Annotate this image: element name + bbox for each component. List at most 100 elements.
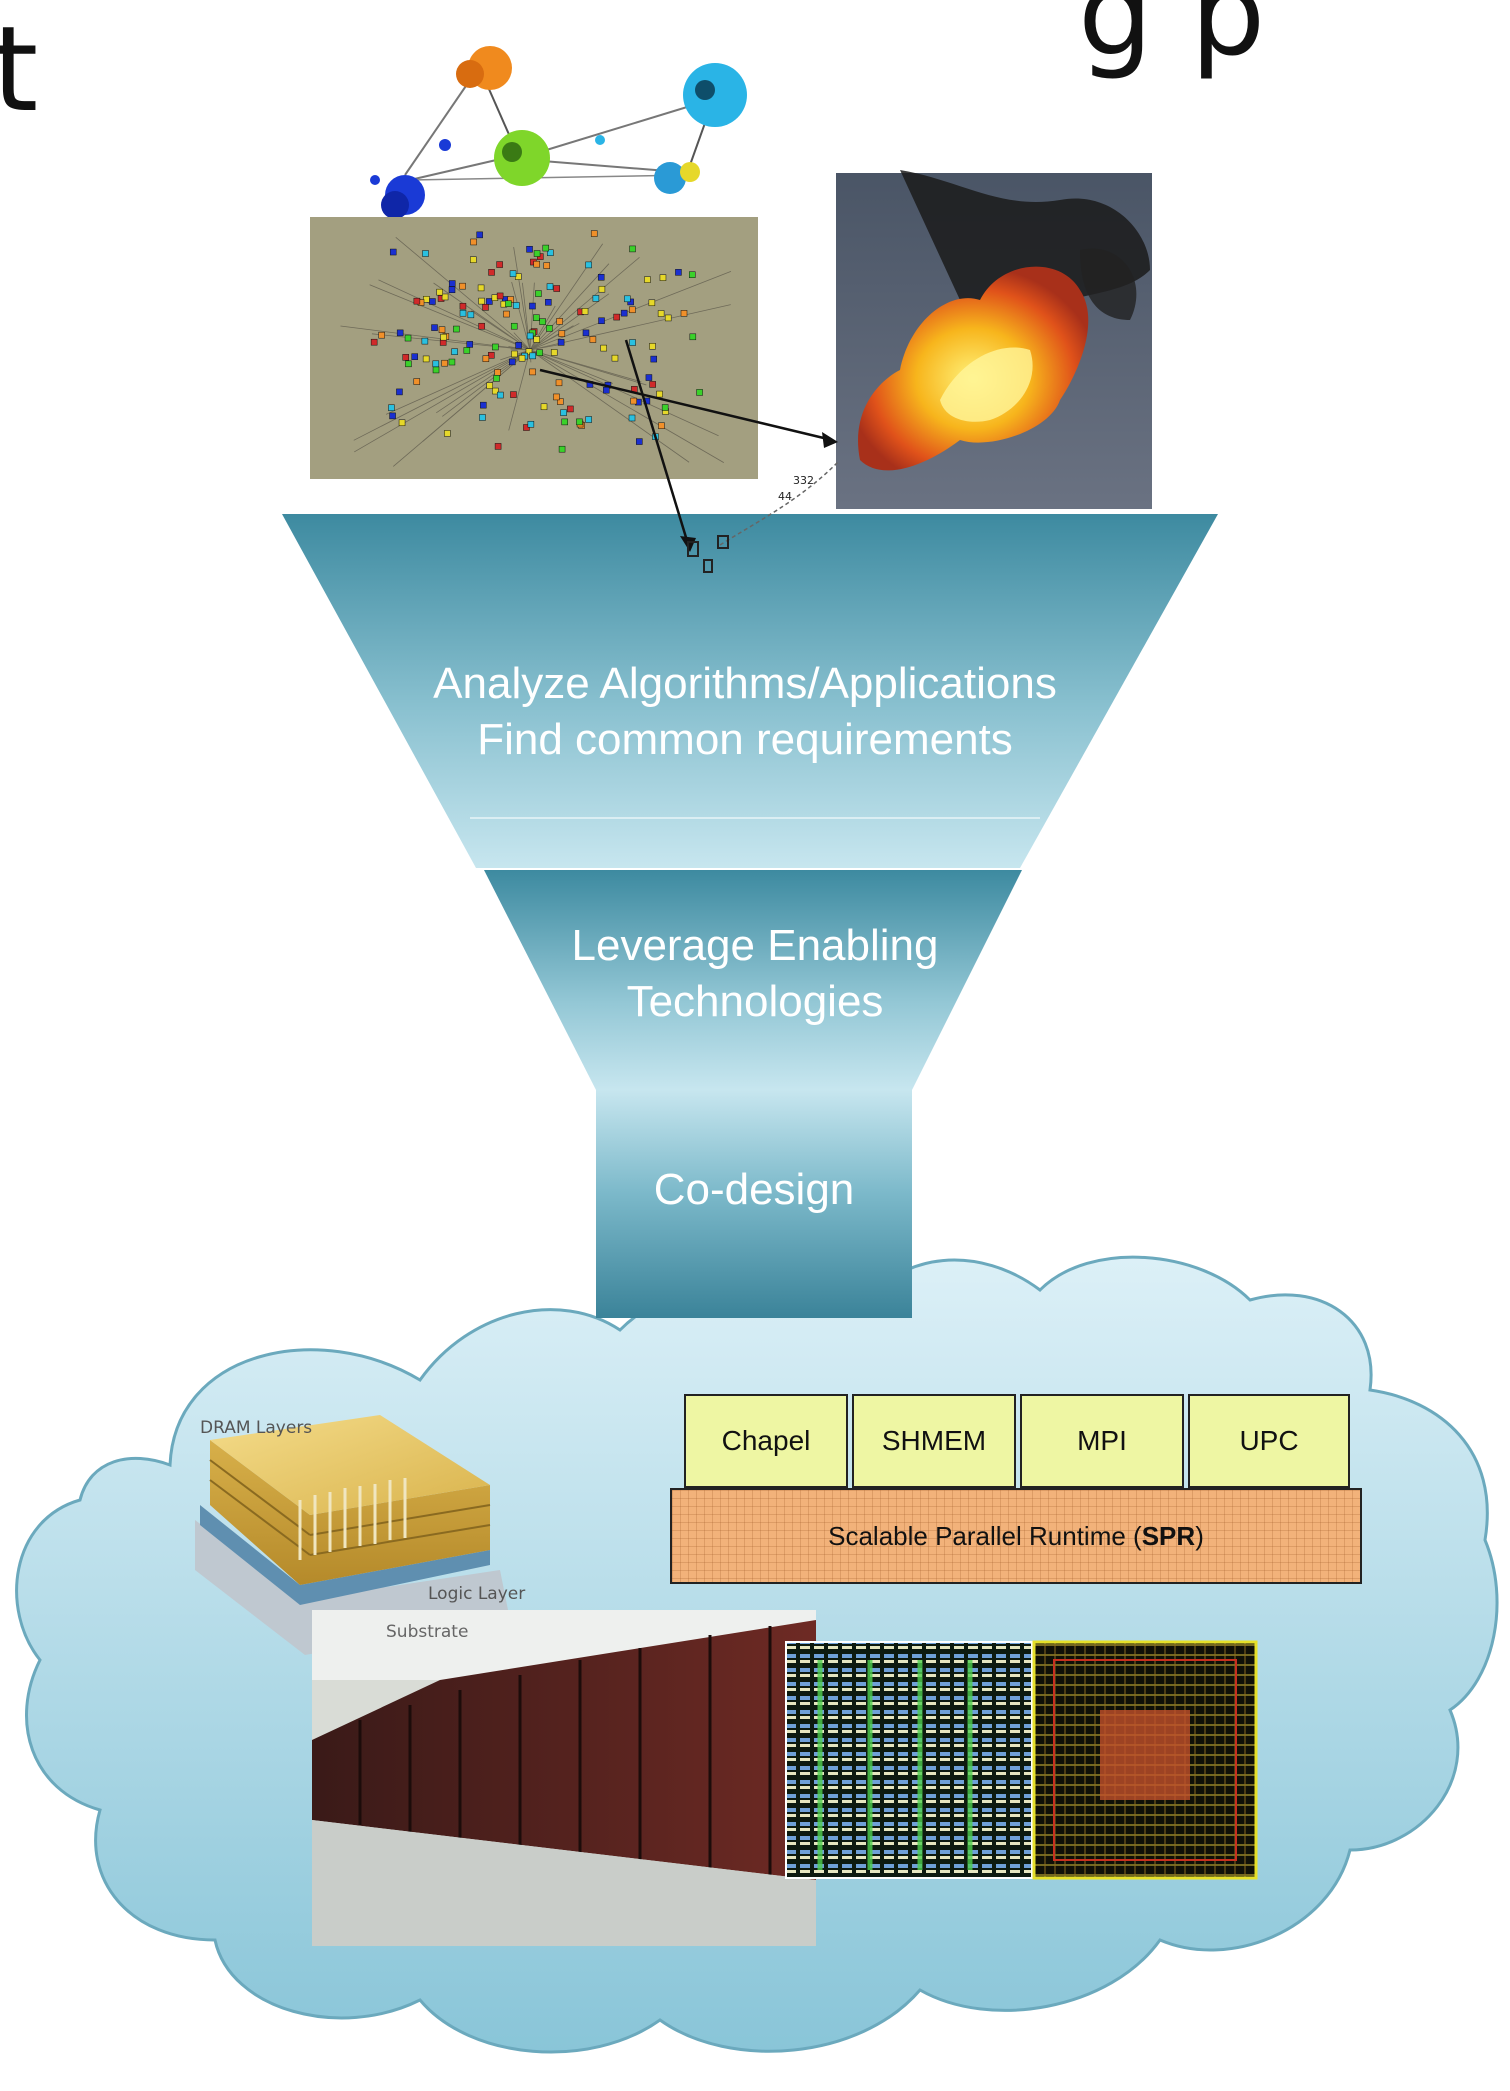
funnel-stage-analyze [282, 514, 1218, 868]
scatter-node [649, 342, 656, 350]
scatter-node [659, 274, 667, 281]
funnel-stage2-line2: Technologies [626, 977, 884, 1026]
scatter-node [497, 391, 504, 399]
scatter-node [628, 414, 636, 422]
scatter-node [585, 416, 592, 423]
scatter-node [529, 352, 536, 360]
scatter-node [582, 329, 590, 337]
scatter-node [479, 414, 486, 421]
scatter-node [613, 313, 620, 321]
scatter-node [451, 348, 458, 355]
scatter-node [675, 269, 682, 276]
scatter-node [539, 318, 546, 325]
model-box-shmem: SHMEM [852, 1394, 1016, 1488]
scatter-node [658, 422, 665, 429]
network-cluster-graph [370, 46, 747, 219]
scatter-node [590, 230, 598, 237]
scatter-node [680, 310, 688, 317]
scatter-node [413, 297, 421, 305]
scatter-node [556, 318, 563, 325]
scatter-node [515, 342, 522, 349]
scatter-edge [371, 333, 531, 351]
scatter-node [422, 355, 430, 363]
scatter-node [689, 333, 697, 341]
scatter-node [513, 302, 520, 309]
scatter-node [533, 314, 540, 321]
scatter-node [423, 296, 430, 303]
scatter-edge [378, 279, 531, 351]
funnel-stage2-text: Leverage Enabling Technologies [490, 918, 1020, 1030]
scatter-node [620, 309, 628, 317]
scatter-edge [529, 256, 640, 351]
scatter-edge [508, 349, 531, 431]
scatter-node [422, 250, 429, 257]
scatter-node [476, 231, 483, 239]
scatter-node [629, 306, 636, 314]
scatter-node [557, 398, 564, 405]
scatter-node [527, 420, 535, 428]
scatter-node [600, 344, 607, 352]
funnel-stage-codesign [596, 1090, 912, 1318]
funnel-stage-leverage [484, 870, 1022, 1090]
scatter-node [567, 405, 574, 413]
graph-node-label: 44 [778, 490, 792, 503]
scatter-node [432, 366, 440, 374]
scatter-node [688, 271, 696, 278]
scatter-node [555, 379, 563, 387]
scatter-node [480, 401, 487, 409]
scatter-node [396, 388, 403, 396]
scatter-node [478, 297, 485, 305]
scatter-edge [433, 282, 531, 351]
scatter-node [629, 245, 636, 253]
model-box-chapel: Chapel [684, 1394, 848, 1488]
scatter-node [503, 310, 510, 318]
scatter-node [429, 298, 436, 305]
scatter-node [448, 286, 456, 294]
scatter-node [629, 339, 636, 346]
scatter-node [650, 355, 658, 363]
scatter-node [492, 343, 499, 351]
scatter-node [649, 381, 656, 388]
scatter-edge [529, 349, 642, 383]
memory-cube-image [195, 1415, 510, 1655]
scatter-node [546, 283, 554, 290]
scatter-node [546, 325, 553, 332]
scatter-node [656, 390, 663, 398]
scatter-node [560, 409, 567, 416]
scatter-node [509, 270, 517, 277]
scatter-node [603, 386, 610, 394]
scatter-node [470, 238, 477, 246]
scatter-node [488, 269, 495, 276]
funnel-stage2-line1: Leverage Enabling [571, 921, 939, 970]
slide-title-fragment: t [0, 0, 39, 138]
scatter-node [657, 310, 665, 317]
scatter-node [533, 250, 541, 257]
scatter-node [558, 330, 566, 337]
scatter-node [389, 248, 397, 256]
scatter-node [525, 348, 533, 355]
scatter-node [370, 338, 378, 346]
scatter-node [388, 404, 395, 412]
scatter-node [466, 341, 474, 348]
scatter-node [496, 261, 503, 268]
scatter-node [636, 438, 643, 445]
scatter-node [589, 336, 597, 343]
funnel-stage3-text: Co-design [653, 1165, 855, 1214]
scatter-node [404, 334, 412, 342]
scatter-node [518, 354, 526, 362]
runtime-label-bold: SPR [1141, 1520, 1196, 1551]
scatter-node [550, 349, 558, 356]
scatter-node [529, 302, 536, 310]
scatter-node [402, 354, 409, 361]
scatter-node [486, 382, 493, 389]
fire-simulation-image [836, 170, 1152, 509]
scatter-edge [529, 323, 580, 351]
scatter-edge [529, 263, 610, 351]
scatter-node [511, 350, 518, 358]
scatter-node [482, 304, 489, 311]
runtime-label-prefix: Scalable Parallel Runtime ( [828, 1520, 1142, 1551]
scatter-node [630, 397, 637, 405]
scatter-node [441, 359, 448, 367]
scatter-node [432, 360, 440, 368]
runtime-box-spr: Scalable Parallel Runtime (SPR) [670, 1488, 1362, 1584]
